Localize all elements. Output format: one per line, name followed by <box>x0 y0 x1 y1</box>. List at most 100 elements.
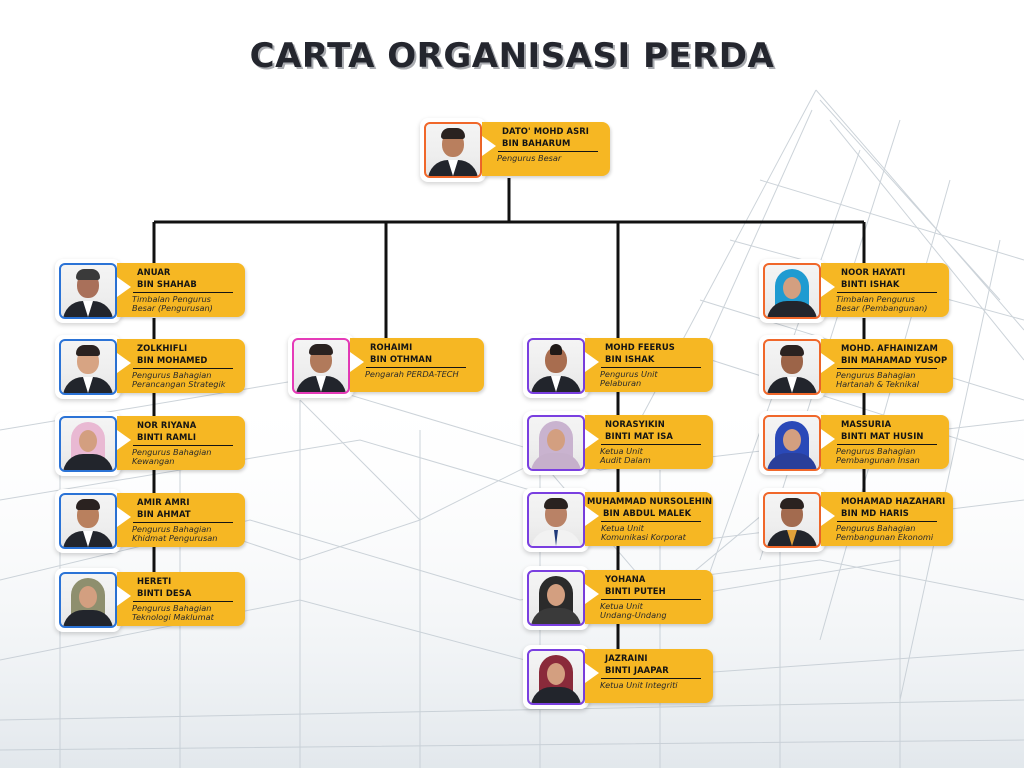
divider <box>133 292 233 293</box>
portrait-photo <box>424 122 482 178</box>
divider <box>601 521 701 522</box>
person-role: Ketua Unit <box>600 446 643 456</box>
person-name: BIN SHAHAB <box>137 279 197 289</box>
org-card: YOHANA BINTI PUTEH Ketua Unit Undang-Und… <box>523 566 723 630</box>
divider <box>837 444 937 445</box>
photo-frame <box>55 568 121 632</box>
name-label: ANUAR BIN SHAHAB Timbalan Pengurus Besar… <box>117 263 245 317</box>
name-label: JAZRAINI BINTI JAAPAR Ketua Unit Integri… <box>585 649 713 703</box>
divider <box>601 367 701 368</box>
org-card: ZOLKHIFLI BIN MOHAMED Pengurus Bahagian … <box>55 335 255 399</box>
org-card: ANUAR BIN SHAHAB Timbalan Pengurus Besar… <box>55 259 255 323</box>
portrait-photo <box>59 572 117 628</box>
person-role: Pelaburan <box>600 378 642 388</box>
person-name: NOOR HAYATI <box>841 267 906 277</box>
person-name: BINTI ISHAK <box>841 279 900 289</box>
photo-frame <box>420 118 486 182</box>
person-role: Ketua Unit <box>601 523 644 533</box>
org-card: NOR RIYANA BINTI RAMLI Pengurus Bahagian… <box>55 412 255 476</box>
photo-frame <box>523 488 589 552</box>
person-role: Pengurus Bahagian <box>132 447 212 457</box>
person-role: Timbalan Pengurus <box>132 294 211 304</box>
person-role: Pengurus Bahagian <box>836 370 916 380</box>
person-name: JAZRAINI <box>605 653 648 663</box>
photo-frame <box>759 335 825 399</box>
person-name: BIN AHMAT <box>137 509 191 519</box>
org-card: NORASYIKIN BINTI MAT ISA Ketua Unit Audi… <box>523 411 723 475</box>
person-role: Pengurus Bahagian <box>836 523 916 533</box>
photo-frame <box>759 259 825 323</box>
divider <box>133 522 233 523</box>
portrait-photo <box>763 263 821 319</box>
org-card: JAZRAINI BINTI JAAPAR Ketua Unit Integri… <box>523 645 723 709</box>
person-name: NORASYIKIN <box>605 419 665 429</box>
divider <box>601 678 701 679</box>
photo-frame <box>523 411 589 475</box>
name-label: AMIR AMRI BIN AHMAT Pengurus Bahagian Kh… <box>117 493 245 547</box>
name-label: YOHANA BINTI PUTEH Ketua Unit Undang-Und… <box>585 570 713 624</box>
org-card: ROHAIMI BIN OTHMAN Pengarah PERDA-TECH <box>288 334 488 398</box>
portrait-photo <box>763 339 821 395</box>
portrait-photo <box>527 570 585 626</box>
portrait-photo <box>59 263 117 319</box>
photo-frame <box>523 334 589 398</box>
portrait-photo <box>527 492 585 548</box>
person-name: BINTI RAMLI <box>137 432 197 442</box>
photo-frame <box>55 412 121 476</box>
person-name: ROHAIMI <box>370 342 413 352</box>
person-role: Pengurus Bahagian <box>132 370 212 380</box>
person-role: Pembangunan Ekonomi <box>836 532 934 542</box>
person-name: MOHD. AFHAINIZAM <box>841 343 938 353</box>
person-name: BINTI MAT HUSIN <box>841 431 924 441</box>
person-name: DATO' MOHD ASRI <box>502 126 590 136</box>
name-label: NORASYIKIN BINTI MAT ISA Ketua Unit Audi… <box>585 415 713 469</box>
person-name: MUHAMMAD NURSOLEHIN <box>587 496 713 506</box>
person-name: HERETI <box>137 576 172 586</box>
person-name: BINTI PUTEH <box>605 586 666 596</box>
name-label: NOOR HAYATI BINTI ISHAK Timbalan Penguru… <box>821 263 949 317</box>
org-card: NOOR HAYATI BINTI ISHAK Timbalan Penguru… <box>759 259 959 323</box>
divider <box>837 368 937 369</box>
org-card-ceo: DATO' MOHD ASRI BIN BAHARUM Pengurus Bes… <box>420 118 620 182</box>
name-label: MOHD. AFHAINIZAM BIN MAHAMAD YUSOP Pengu… <box>821 339 953 393</box>
photo-frame <box>523 566 589 630</box>
photo-frame <box>55 335 121 399</box>
person-name: BIN MOHAMED <box>137 355 208 365</box>
divider <box>837 292 937 293</box>
person-role: Pengurus Bahagian <box>836 446 916 456</box>
person-name: BIN ISHAK <box>605 354 655 364</box>
photo-frame <box>759 411 825 475</box>
portrait-photo <box>59 339 117 395</box>
photo-frame <box>55 259 121 323</box>
divider <box>133 368 233 369</box>
person-role: Komunikasi Korporat <box>601 532 686 542</box>
org-card: MUHAMMAD NURSOLEHIN BIN ABDUL MALEK Ketu… <box>523 488 723 552</box>
person-role: Hartanah & Teknikal <box>836 379 920 389</box>
photo-frame <box>523 645 589 709</box>
person-name: ANUAR <box>137 267 171 277</box>
page-title: CARTA ORGANISASI PERDA <box>249 36 775 76</box>
name-label: HERETI BINTI DESA Pengurus Bahagian Tekn… <box>117 572 245 626</box>
person-name: BIN OTHMAN <box>370 354 433 364</box>
person-role: Besar (Pembangunan) <box>836 303 928 313</box>
person-name: NOR RIYANA <box>137 420 197 430</box>
person-role: Kewangan <box>132 456 175 466</box>
person-name: AMIR AMRI <box>137 497 190 507</box>
portrait-photo <box>763 415 821 471</box>
portrait-photo <box>527 415 585 471</box>
divider <box>498 151 598 152</box>
portrait-photo <box>292 338 350 394</box>
divider <box>366 367 466 368</box>
name-label: MOHD FEERUS BIN ISHAK Pengurus Unit Pela… <box>585 338 713 392</box>
name-label: DATO' MOHD ASRI BIN BAHARUM Pengurus Bes… <box>482 122 610 176</box>
person-name: BINTI MAT ISA <box>605 431 673 441</box>
portrait-photo <box>527 649 585 705</box>
divider <box>133 445 233 446</box>
person-role: Besar (Pengurusan) <box>132 303 213 313</box>
person-name: BIN BAHARUM <box>502 138 571 148</box>
person-role: Timbalan Pengurus <box>836 294 915 304</box>
person-role: Ketua Unit Integriti <box>600 680 678 690</box>
portrait-photo <box>59 493 117 549</box>
org-card: AMIR AMRI BIN AHMAT Pengurus Bahagian Kh… <box>55 489 255 553</box>
person-name: BIN MAHAMAD YUSOP <box>841 355 948 365</box>
